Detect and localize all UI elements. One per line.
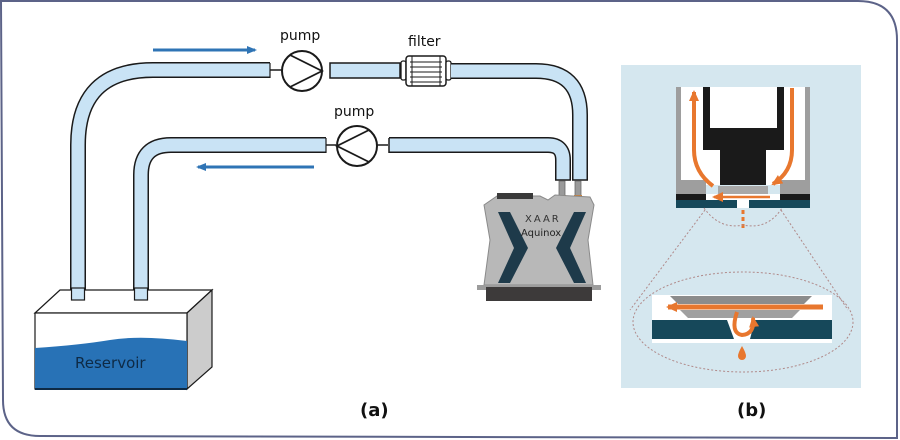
pump-bottom-label: pump bbox=[334, 104, 374, 120]
pump-top: pump bbox=[270, 28, 325, 92]
pump-icon bbox=[336, 125, 378, 167]
reservoir: Reservoir bbox=[33, 287, 214, 391]
flow-arrow-up bbox=[689, 90, 715, 188]
printhead: XAAR Aquinox bbox=[477, 180, 601, 301]
printhead-brand: XAAR bbox=[525, 214, 561, 225]
printhead-model: Aquinox bbox=[521, 228, 561, 239]
pump-bottom: pump bbox=[326, 104, 388, 167]
pump-icon bbox=[281, 50, 323, 92]
supply-tube-to-printhead bbox=[451, 63, 588, 181]
ink-droplet-icon bbox=[738, 346, 746, 360]
tube-segment-mid bbox=[329, 62, 401, 79]
flow-arrow-down bbox=[771, 88, 794, 186]
nozzle-close-up bbox=[652, 295, 832, 360]
panel-b: (b) bbox=[621, 65, 861, 421]
recirculation-arrow bbox=[732, 311, 760, 338]
zoom-projection bbox=[629, 207, 854, 373]
printhead-cross-section bbox=[676, 87, 810, 230]
reservoir-label: Reservoir bbox=[75, 354, 146, 372]
filter-label: filter bbox=[408, 34, 441, 50]
return-tube-from-printhead bbox=[388, 137, 571, 181]
pump-top-label: pump bbox=[280, 28, 320, 44]
panel-a: pump filter bbox=[33, 28, 601, 421]
filter-icon: filter bbox=[400, 34, 452, 87]
panel-a-label: (a) bbox=[360, 400, 389, 421]
panel-b-label: (b) bbox=[737, 400, 766, 421]
